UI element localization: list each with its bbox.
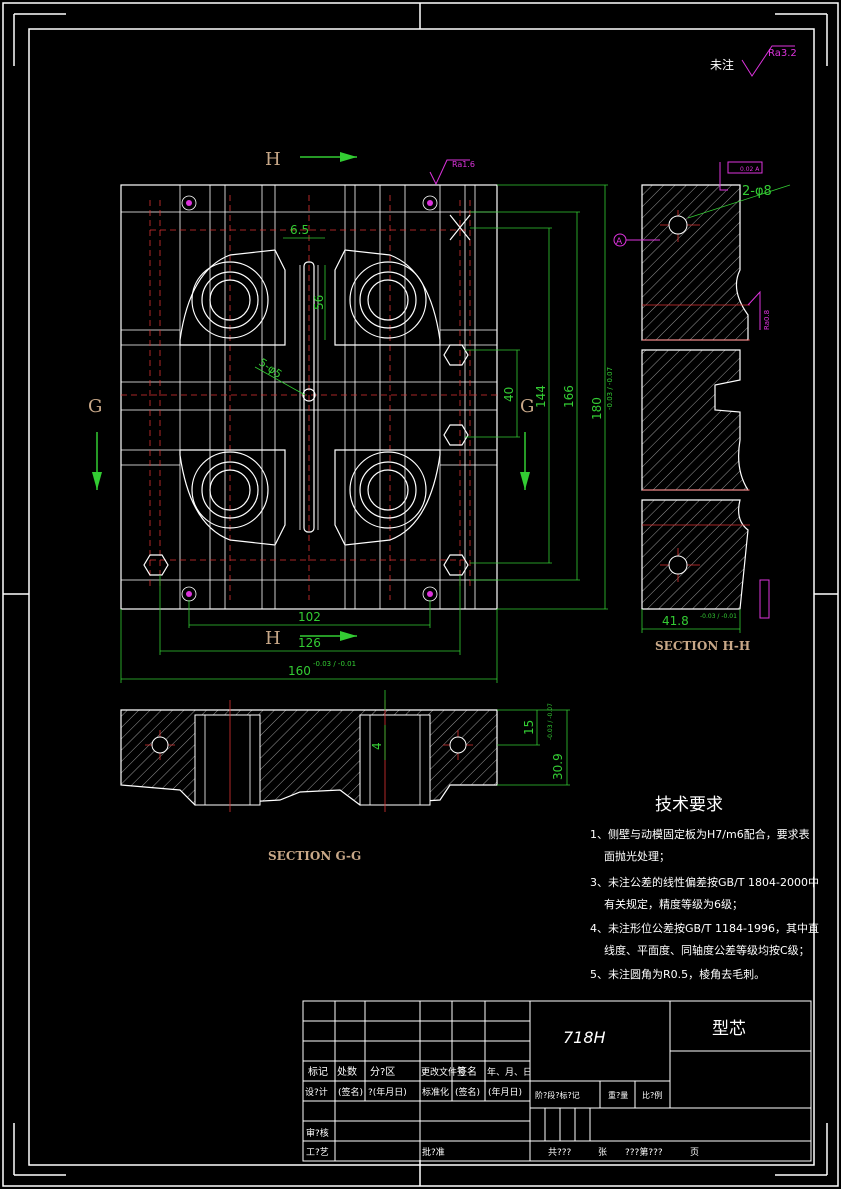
datum-label: A xyxy=(616,237,623,247)
roughness-ra16-symbol xyxy=(429,159,470,186)
plan-view xyxy=(120,184,498,610)
section-h-caption: SECTION H-H xyxy=(655,639,750,653)
section-g-right-letter: G xyxy=(520,396,534,417)
section-g-left-letter: G xyxy=(88,396,102,417)
flatness-frame xyxy=(759,579,770,619)
dim-15: 15 xyxy=(522,720,536,735)
tb-row-label-6: 年、月、日 xyxy=(487,1066,532,1078)
dim-4: 4 xyxy=(370,742,384,750)
tb-row2-label-6: (年月日) xyxy=(488,1086,522,1098)
tb-row2-label-4: 标准化 xyxy=(422,1086,449,1098)
tb-sheet-unit: 张 xyxy=(598,1147,607,1158)
section-h-top-arrowhead xyxy=(340,152,357,162)
roughness-note-label: 未注 xyxy=(710,57,734,72)
tech-req-line-1: 1、侧壁与动模固定板为H7/m6配合，要求表 xyxy=(590,827,810,841)
dim-6-5: 6.5 xyxy=(290,223,309,237)
title-block xyxy=(302,1000,812,1162)
tb-row-label-5: 签名 xyxy=(457,1065,477,1078)
inner-border xyxy=(28,28,815,1166)
part-name: 型芯 xyxy=(712,1019,746,1039)
dim-144: 144 xyxy=(534,385,548,408)
tech-req-line-2: 面抛光处理； xyxy=(604,849,670,863)
tech-req-line-5: 4、未注形位公差按GB/T 1184-1996，其中直 xyxy=(590,921,819,935)
dim-40: 40 xyxy=(502,387,516,402)
section-h-bottom-arrowhead xyxy=(340,631,357,641)
tb-row-label-2: 处数 xyxy=(337,1065,357,1078)
tb-row-label-3: 分?区 xyxy=(370,1066,395,1078)
dim-41-8-tol: -0.03 / -0.01 xyxy=(700,613,737,620)
tech-req-title: 技术要求 xyxy=(655,795,723,815)
tb-row2-label-2: (签名) xyxy=(338,1086,363,1098)
section-g-left-arrowhead xyxy=(92,472,102,490)
roughness-note-value: Ra3.2 xyxy=(768,48,797,59)
tb-scale-label: 比?例 xyxy=(642,1090,662,1100)
dim-41-8-lines xyxy=(641,609,741,633)
tech-req-line-6: 线度、平面度、同轴度公差等级均按C级； xyxy=(604,943,810,957)
tb-sheet-total: 共??? xyxy=(548,1147,572,1158)
dim-160: 160 xyxy=(288,664,311,678)
roughness-ra16-label: Ra1.6 xyxy=(452,160,475,169)
tech-req-line-4: 有关规定，精度等级为6级； xyxy=(604,897,743,911)
tb-row-label-4: 更改文件号 xyxy=(421,1066,466,1078)
dim-180-tol: -0.03 / -0.07 xyxy=(606,367,614,410)
tb-review-label: 审?核 xyxy=(306,1127,329,1139)
dim-56: 56 xyxy=(312,295,326,310)
tolerance-leader xyxy=(719,162,728,191)
section-g-right-arrowhead xyxy=(520,472,530,490)
tb-process-label: 工?艺 xyxy=(306,1147,329,1158)
dim-30-9: 30.9 xyxy=(551,753,565,780)
plan-dimension-lines xyxy=(120,184,608,683)
dim-160-tol: -0.03 / -0.01 xyxy=(313,660,356,668)
tb-row-label-1: 标记 xyxy=(308,1066,328,1078)
section-h-top-letter: H xyxy=(265,149,281,170)
section-g-dims xyxy=(384,690,570,786)
tb-row2-label-5: (签名) xyxy=(455,1086,480,1098)
tb-sheet-page: 页 xyxy=(690,1147,699,1158)
tech-req-line-3: 3、未注公差的线性偏差按GB/T 1804-2000中 xyxy=(590,875,819,889)
roughness-ra08-symbol xyxy=(747,290,761,330)
dim-30-9-tol: -0.03 / -0.07 xyxy=(547,703,554,740)
tb-row2-label-1: 设?计 xyxy=(305,1086,328,1098)
tolerance-frame-value: 0.02 A xyxy=(740,166,760,173)
section-g-view xyxy=(120,700,498,812)
dim-126: 126 xyxy=(298,636,321,650)
tolerance-frame xyxy=(727,161,763,174)
dim-102: 102 xyxy=(298,610,321,624)
dim-41-8: 41.8 xyxy=(662,614,689,628)
section-h-view xyxy=(641,184,750,610)
section-h-bottom-letter: H xyxy=(265,628,281,649)
tb-weight-label: 重?量 xyxy=(608,1090,628,1100)
material-label: 718H xyxy=(563,1028,606,1047)
dim-5-phi5: 5-φ5 xyxy=(256,356,284,381)
tb-row2-label-3: ?(年月日) xyxy=(368,1086,407,1098)
roughness-symbol xyxy=(741,45,795,77)
tech-req-line-7: 5、未注圆角为R0.5，棱角去毛刺。 xyxy=(590,967,765,981)
dim-2-phi8: 2-φ8 xyxy=(742,184,772,199)
roughness-ra08-label: Ra0.8 xyxy=(763,310,771,330)
tb-approve-label: 批?准 xyxy=(422,1146,445,1158)
section-g-caption: SECTION G-G xyxy=(268,849,361,863)
dim-180: 180 xyxy=(590,397,604,420)
tb-stage-label: 阶?段?标?记 xyxy=(535,1090,580,1100)
center-marks xyxy=(3,3,838,1186)
dim-166: 166 xyxy=(562,385,576,408)
leader-2-phi8 xyxy=(687,184,791,219)
tb-sheet-number: ???第??? xyxy=(625,1146,663,1158)
